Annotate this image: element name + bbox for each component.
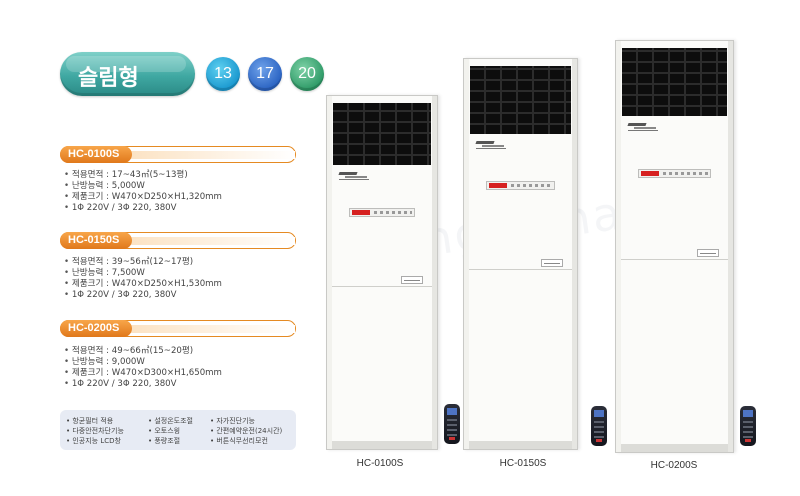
remote-power-key <box>745 439 751 442</box>
brand-logo <box>628 123 658 131</box>
badge-17: 17 <box>248 57 282 91</box>
badge-13: 13 <box>206 57 240 91</box>
feature-item: 버튼식무선리모컨 <box>210 436 282 446</box>
remote-power-key <box>596 439 602 442</box>
spec-header-hc0100s: HC-0100S <box>60 146 296 163</box>
spec-area: 적용면적 : 39~56㎡(12~17평) <box>64 257 304 268</box>
feature-item: 풍량조절 <box>148 436 193 446</box>
spec-area: 적용면적 : 49~66㎡(15~20평) <box>64 346 304 357</box>
spec-header-bar <box>121 151 295 159</box>
title-sheen <box>66 56 186 72</box>
features-column-2: 설정온도조절 오토스윙 풍량조절 <box>148 416 193 446</box>
spec-label <box>697 249 719 257</box>
caption-hc0100s: HC-0100S <box>356 458 404 469</box>
remote-screen <box>447 408 457 415</box>
feature-item: 오토스윙 <box>148 426 193 436</box>
spec-area: 적용면적 : 17~43㎡(5~13평) <box>64 170 304 181</box>
spec-capacity: 난방능력 : 5,000W <box>64 181 304 192</box>
spec-list-hc0100s: 적용면적 : 17~43㎡(5~13평) 난방능력 : 5,000W 제품크기 … <box>64 170 304 214</box>
spec-power: 1Φ 220V / 3Φ 220, 380V <box>64 203 304 214</box>
spec-size: 제품크기 : W470×D250×H1,320mm <box>64 192 304 203</box>
remote-screen <box>743 410 753 417</box>
display <box>641 171 659 176</box>
panel-seam <box>469 269 572 270</box>
spec-label <box>541 259 563 267</box>
brand-logo <box>476 141 506 149</box>
feature-item: 항균필터 적용 <box>66 416 124 426</box>
spec-power: 1Φ 220V / 3Φ 220, 380V <box>64 379 304 390</box>
spec-size: 제품크기 : W470×D300×H1,650mm <box>64 368 304 379</box>
heater-unit-hc0100s <box>326 95 438 450</box>
remote-keys <box>447 418 457 436</box>
panel-seam <box>332 286 432 287</box>
model-tag: HC-0200S <box>60 320 132 337</box>
spec-header-hc0150s: HC-0150S <box>60 232 296 249</box>
remote-control-icon <box>740 406 756 446</box>
title-text: 슬림형 <box>78 66 139 91</box>
model-tag: HC-0150S <box>60 232 132 249</box>
grille <box>470 66 571 134</box>
features-box: 항균필터 적용 다중안전차단기능 인공지능 LCD창 설정온도조절 오토스윙 풍… <box>60 410 296 450</box>
slim-type-title: 슬림형 <box>60 52 195 96</box>
brand-logo <box>339 172 369 180</box>
display <box>489 183 507 188</box>
base <box>469 441 572 449</box>
remote-control-icon <box>444 404 460 444</box>
remote-keys <box>594 420 604 438</box>
feature-item: 간편예약운전(24시간) <box>210 426 282 436</box>
panel-buttons <box>511 184 552 187</box>
base <box>332 441 432 449</box>
model-tag: HC-0100S <box>60 146 132 163</box>
feature-item: 설정온도조절 <box>148 416 193 426</box>
spec-size: 제품크기 : W470×D250×H1,530mm <box>64 279 304 290</box>
features-column-1: 항균필터 적용 다중안전차단기능 인공지능 LCD창 <box>66 416 124 446</box>
spec-capacity: 난방능력 : 9,000W <box>64 357 304 368</box>
spec-list-hc0200s: 적용면적 : 49~66㎡(15~20평) 난방능력 : 9,000W 제품크기… <box>64 346 304 390</box>
base <box>621 444 728 452</box>
remote-power-key <box>449 437 455 440</box>
spec-list-hc0150s: 적용면적 : 39~56㎡(12~17평) 난방능력 : 7,500W 제품크기… <box>64 257 304 301</box>
heater-unit-hc0150s <box>463 58 578 450</box>
feature-item: 인공지능 LCD창 <box>66 436 124 446</box>
spec-header-bar <box>121 237 295 245</box>
grille <box>622 48 727 116</box>
spec-capacity: 난방능력 : 7,500W <box>64 268 304 279</box>
heater-unit-hc0200s <box>615 40 734 453</box>
remote-screen <box>594 410 604 417</box>
display <box>352 210 370 215</box>
remote-keys <box>743 420 753 438</box>
control-panel <box>486 181 555 190</box>
spec-power: 1Φ 220V / 3Φ 220, 380V <box>64 290 304 301</box>
spec-header-bar <box>121 325 295 333</box>
remote-control-icon <box>591 406 607 446</box>
grille <box>333 103 431 165</box>
panel-buttons <box>374 211 412 214</box>
badge-20: 20 <box>290 57 324 91</box>
feature-item: 자가진단기능 <box>210 416 282 426</box>
feature-item: 다중안전차단기능 <box>66 426 124 436</box>
panel-seam <box>621 259 728 260</box>
features-column-3: 자가진단기능 간편예약운전(24시간) 버튼식무선리모컨 <box>210 416 282 446</box>
spec-label <box>401 276 423 284</box>
caption-hc0200s: HC-0200S <box>650 460 698 471</box>
panel-buttons <box>663 172 708 175</box>
caption-hc0150s: HC-0150S <box>499 458 547 469</box>
spec-header-hc0200s: HC-0200S <box>60 320 296 337</box>
control-panel <box>349 208 415 217</box>
control-panel <box>638 169 711 178</box>
